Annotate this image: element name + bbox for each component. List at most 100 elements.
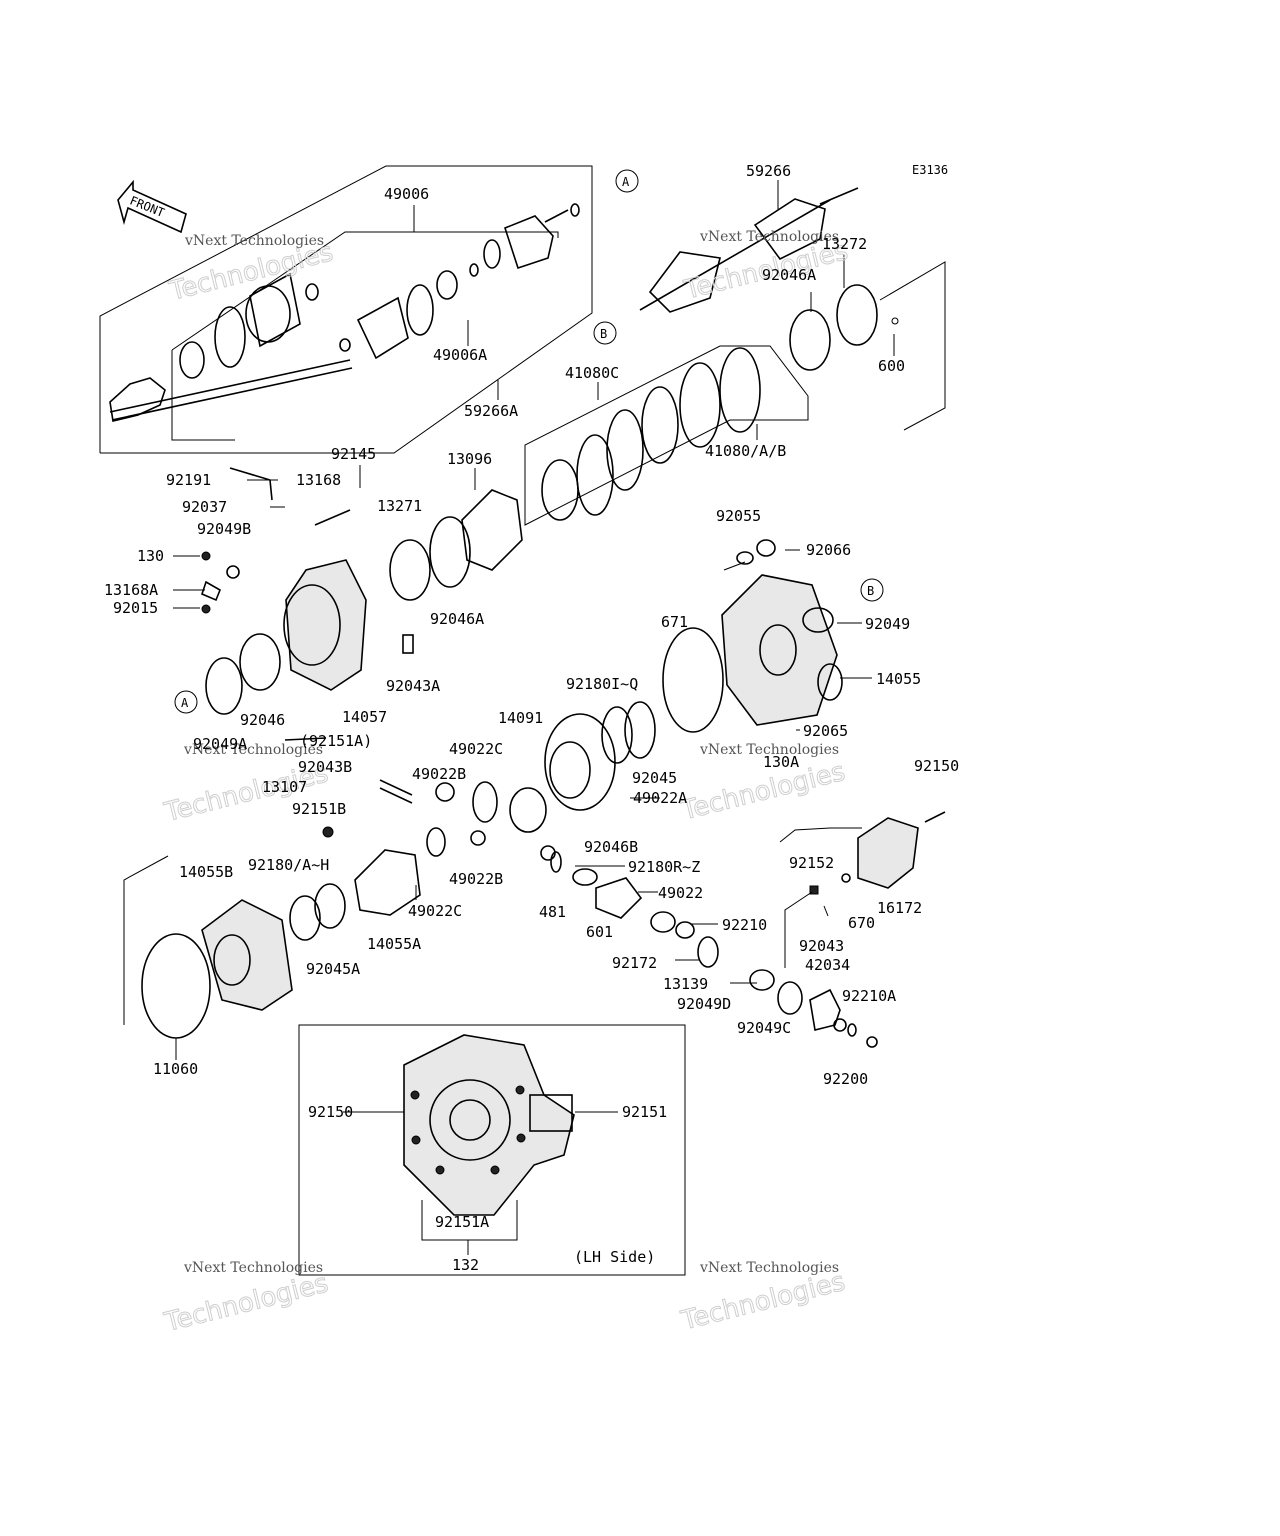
part-label: 92151A [435, 1213, 489, 1231]
svg-text:B: B [867, 584, 874, 598]
part-label: 130 [137, 547, 164, 565]
part-label: 92046B [584, 838, 638, 856]
part-label: 92049C [737, 1019, 791, 1037]
part-label: 14055 [876, 670, 921, 688]
part-label: 92180I~Q [566, 675, 638, 693]
part-label: 13271 [377, 497, 422, 515]
part-label: 92172 [612, 954, 657, 972]
part-label: 92046A [762, 266, 816, 284]
part-label: 14057 [342, 708, 387, 726]
actuator-16172 [779, 811, 946, 889]
part-label: 92065 [803, 722, 848, 740]
part-labels: 49006592661327292046A60049006A59266A4108… [104, 162, 959, 1274]
clutch-plates [524, 345, 809, 526]
part-label: 92066 [806, 541, 851, 559]
part-label: 49022C [408, 902, 462, 920]
right-housing-14055 [662, 539, 843, 733]
marker-a-left: A [174, 690, 198, 714]
part-label: 41080/A/B [705, 442, 786, 460]
part-label: 49006A [433, 346, 487, 364]
part-label: 92210A [842, 987, 896, 1005]
lower-left-housing [123, 826, 421, 1039]
part-label: 92151 [622, 1103, 667, 1121]
marker-b-right: B [860, 578, 884, 602]
front-arrow-icon: FRONT [117, 179, 187, 234]
svg-text:Technologies: Technologies [678, 1267, 848, 1337]
svg-text:vNext Technologies: vNext Technologies [699, 742, 839, 758]
svg-text:vNext Technologies: vNext Technologies [183, 1260, 323, 1276]
part-label: 13168 [296, 471, 341, 489]
part-label: 59266A [464, 402, 518, 420]
leader-lines [173, 180, 895, 1113]
svg-text:B: B [600, 327, 607, 341]
svg-text:Technologies: Technologies [161, 1268, 331, 1338]
ring-gear-assembly [379, 701, 656, 857]
part-label: 13096 [447, 450, 492, 468]
part-label: 14055A [367, 935, 421, 953]
part-label: 92191 [166, 471, 211, 489]
watermark-bottom-left: Technologies vNext Technologies [160, 1260, 331, 1339]
svg-text:vNext Technologies: vNext Technologies [699, 229, 839, 245]
part-label: 49006 [384, 185, 429, 203]
part-label: 42034 [805, 956, 850, 974]
part-label: 49022 [658, 884, 703, 902]
part-label: 13107 [262, 778, 307, 796]
part-label: 13272 [822, 235, 867, 253]
part-label: 92151B [292, 800, 346, 818]
part-label: 92043 [799, 937, 844, 955]
part-label: 92180/A~H [248, 856, 329, 874]
marker-b-top: B [593, 321, 617, 345]
part-label: 92037 [182, 498, 227, 516]
part-label: 92043A [386, 677, 440, 695]
drive-shaft-assembly [99, 165, 593, 454]
pinion-gear-group [540, 845, 878, 1048]
part-label: 14091 [498, 709, 543, 727]
part-label: 92200 [823, 1070, 868, 1088]
part-label: 601 [586, 923, 613, 941]
svg-text:A: A [622, 175, 630, 189]
svg-text:vNext Technologies: vNext Technologies [699, 1260, 839, 1276]
part-label: 600 [878, 357, 905, 375]
part-label: 14055B [179, 863, 233, 881]
part-label: 92046 [240, 711, 285, 729]
part-label: 92043B [298, 758, 352, 776]
part-label: 41080C [565, 364, 619, 382]
part-label: 92046A [430, 610, 484, 628]
part-label: 481 [539, 903, 566, 921]
part-label: 92152 [789, 854, 834, 872]
diagram-code: E3136 [912, 163, 948, 177]
part-label: 49022C [449, 740, 503, 758]
part-label: 670 [848, 914, 875, 932]
part-label: 92045A [306, 960, 360, 978]
part-label: 92049B [197, 520, 251, 538]
part-label: 92049A [193, 735, 247, 753]
lh-side-view-box [298, 1024, 686, 1276]
part-label: 130A [763, 753, 799, 771]
lh-side-label: (LH Side) [574, 1248, 655, 1266]
part-label: 49022B [449, 870, 503, 888]
marker-a-top: A [615, 169, 639, 193]
part-label: 49022B [412, 765, 466, 783]
part-label: 132 [452, 1256, 479, 1274]
part-label: 92150 [914, 757, 959, 775]
part-label: 92049D [677, 995, 731, 1013]
part-label: 92049 [865, 615, 910, 633]
part-label: (92151A) [300, 732, 372, 750]
part-label: 92150 [308, 1103, 353, 1121]
part-label: 49022A [633, 789, 687, 807]
svg-text:vNext Technologies: vNext Technologies [184, 233, 324, 249]
part-label: 671 [661, 613, 688, 631]
part-label: 16172 [877, 899, 922, 917]
part-label: 13168A [104, 581, 158, 599]
watermark-bottom-right: Technologies vNext Technologies [677, 1260, 848, 1337]
part-label: 92180R~Z [628, 858, 700, 876]
propeller-shaft [639, 187, 859, 313]
part-label: 92210 [722, 916, 767, 934]
part-label: 11060 [153, 1060, 198, 1078]
part-label: 92145 [331, 445, 376, 463]
part-label: 92045 [632, 769, 677, 787]
part-label: 59266 [746, 162, 791, 180]
svg-text:A: A [181, 696, 189, 710]
